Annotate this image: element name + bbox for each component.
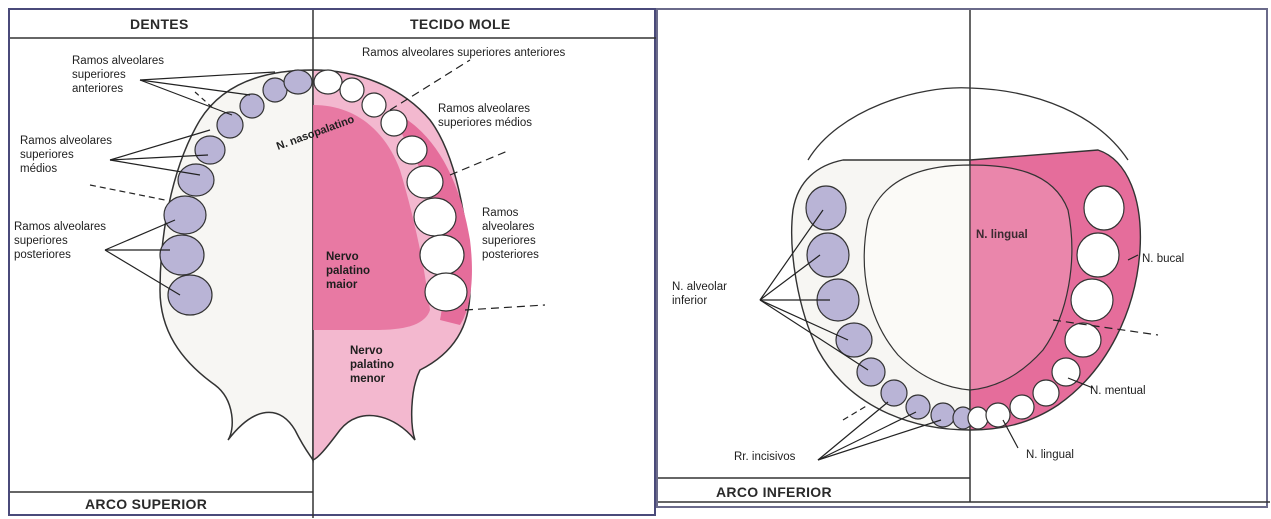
label-lingual-bottom: N. lingual: [1026, 449, 1074, 461]
label-mentual: N. mentual: [1090, 385, 1146, 397]
lower-arch-drawing: [658, 10, 1270, 503]
upper-leaders-left: [89, 71, 276, 296]
upper-teeth-left: [159, 69, 313, 316]
label-incisivos: Rr. incisivos: [734, 451, 796, 463]
greater-palatine-zone: [313, 105, 430, 330]
upper-leaders-right: [389, 59, 546, 311]
label-alveolar-inferior: N. alveolar inferior: [672, 281, 727, 307]
lower-leaders: [759, 209, 1159, 461]
label-posterior-left: Ramos alveolares superiores posteriores: [14, 221, 107, 261]
footer-arco-superior: ARCO SUPERIOR: [85, 496, 208, 512]
label-bucal: N. bucal: [1142, 253, 1185, 265]
header-dentes: DENTES: [130, 16, 189, 32]
lower-arch-panel: ARCO INFERIOR N. alveolar inferior N. li…: [656, 8, 1270, 508]
lower-teeth-left: [805, 185, 974, 430]
upper-arch-drawing: N. nasopalatino: [10, 10, 658, 518]
header-tecido-mole: TECIDO MOLE: [410, 16, 511, 32]
upper-arch-panel: N. nasopalatino DENTES TECIDO MOLE ARCO …: [8, 8, 658, 518]
label-anterior-left: Ramos alveolares superiores anteriores: [72, 55, 165, 95]
label-medio-right: Ramos alveolares superiores médios: [438, 103, 532, 129]
label-posterior-right: Ramos alveolares superiores posteriores: [482, 207, 539, 261]
footer-arco-inferior: ARCO INFERIOR: [716, 484, 832, 500]
tongue-right: [969, 164, 1073, 391]
tongue-left: [863, 164, 971, 391]
lower-teeth-right: [967, 185, 1125, 430]
label-palatino-menor: Nervo palatino menor: [350, 345, 395, 385]
label-medio-left: Ramos alveolares superiores médios: [20, 135, 113, 175]
label-lingual-top: N. lingual: [976, 229, 1028, 241]
label-palatino-maior: Nervo palatino maior: [326, 251, 371, 291]
upper-teeth-right: [313, 69, 468, 312]
label-anterior-right: Ramos alveolares superiores anteriores: [362, 47, 566, 59]
